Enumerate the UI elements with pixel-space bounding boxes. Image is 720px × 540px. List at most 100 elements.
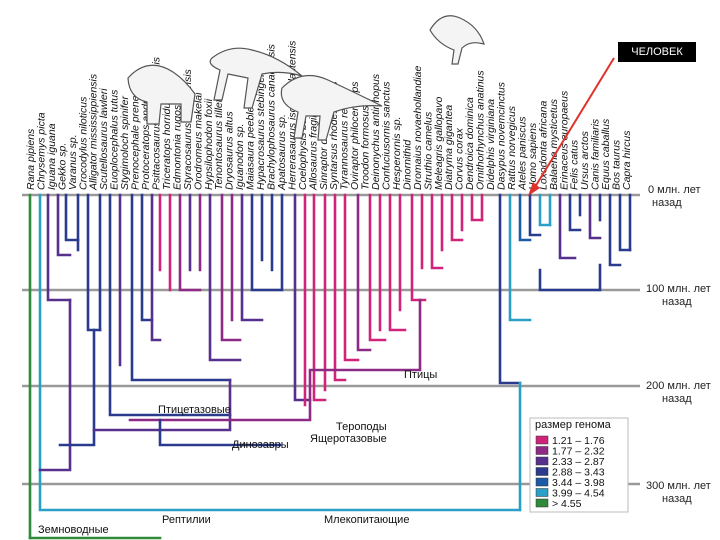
taxon-label: Hypacrosaurus stebingeri — [255, 70, 267, 190]
taxon-label: Didelphis virginiana — [485, 99, 497, 190]
branch-iguanodon — [250, 193, 282, 292]
taxon-label: Dasypus novemcinctus — [496, 81, 508, 190]
taxon-label: Struthio camelus — [422, 111, 434, 190]
human-callout-arrowhead — [528, 182, 540, 196]
taxon-label: Gekko sp. — [56, 143, 68, 190]
taxon-label: Dryosaurus altus — [224, 110, 236, 190]
branch-rattus — [528, 193, 542, 237]
taxon-label: Prenocephale prenes — [130, 89, 142, 190]
branch-dromaius — [430, 193, 444, 270]
branch-coelophysis — [312, 193, 327, 402]
taxon-label: Alligator mississippiensis — [88, 73, 100, 191]
legend-swatch — [535, 498, 549, 508]
legend-label: 3.99 – 4.54 — [552, 488, 605, 500]
taxon-label: Hesperornis sp. — [391, 116, 403, 190]
time-label-100: 100 млн. лет — [646, 283, 711, 295]
taxon-label: Euoplocephalus tutus — [109, 89, 121, 190]
phylogenetic-tree — [28, 193, 632, 540]
branch-prenocephale — [150, 193, 162, 342]
branch-lepidosaur-stem — [38, 298, 72, 472]
taxon-label: Diatryma gigantea — [443, 105, 455, 190]
legend-title: размер генома — [535, 419, 612, 431]
group-label-theropods: Тероподы — [336, 421, 387, 433]
branch-meleagris — [450, 193, 464, 242]
time-label-200-sub: назад — [662, 393, 692, 405]
taxon-label: Rana pipiens — [25, 128, 37, 190]
legend-swatch — [535, 456, 549, 466]
branch-scutellosaurus — [108, 193, 232, 417]
taxon-label: Hypsilophodon foxii — [203, 98, 215, 190]
legend-label: 2.88 – 3.43 — [552, 467, 605, 479]
branch-triceratops — [178, 193, 202, 292]
taxon-label: Allosaurus fragilis — [307, 107, 319, 191]
taxon-label: Stygimoloch spinifer — [119, 96, 131, 190]
taxon-label: Canis familiaris — [590, 118, 602, 190]
group-label-saurischians: Ящеротазовые — [310, 433, 387, 445]
branch-iguana — [56, 193, 72, 257]
taxon-label: Chrysemys picta — [35, 112, 47, 190]
taxon-label: Tenontosaurus tilletti — [213, 93, 225, 190]
taxon-label: Bos taurus — [611, 139, 623, 190]
taxon-label: Dromaius novaehollandiae — [412, 66, 424, 190]
bird-silhouette — [429, 15, 485, 65]
legend-swatch — [535, 435, 549, 445]
branch-tyrannosaurus — [356, 193, 372, 352]
taxon-label: Herrerasaurus ischigualastensis — [286, 40, 298, 190]
time-label-0-sub: назад — [652, 197, 682, 209]
taxon-label: Edmontonia rugosidens — [171, 79, 183, 190]
branch-chrysemys — [46, 193, 72, 302]
legend-swatch — [535, 488, 549, 497]
taxon-label: Felis catus — [569, 139, 581, 190]
time-labels: 0 млн. лет назад 100 млн. лет назад 200 … — [646, 184, 711, 505]
taxon-label: Scutellosaurus lawleri — [98, 88, 110, 190]
group-label-birds: Птицы — [404, 369, 437, 381]
taxon-label: Iguanodon sp. — [234, 123, 246, 190]
group-label-reptiles: Рептилии — [162, 514, 211, 526]
human-callout-arrow — [531, 57, 615, 193]
branch-hypsilophodon — [220, 193, 242, 342]
taxon-label: Orodromeus makelai — [192, 92, 204, 190]
taxon-label: Ateles paniscus — [516, 116, 528, 191]
branch-oviraptor — [368, 193, 387, 342]
branch-thyreophora — [130, 193, 232, 382]
legend-label: 2.33 – 2.87 — [552, 456, 605, 468]
taxon-label: Varanus sp. — [67, 134, 79, 190]
time-label-200: 200 млн. лет — [646, 380, 711, 392]
legend-label: > 4.55 — [552, 498, 582, 510]
taxon-label: Ornithorhynchus anatinus — [475, 70, 487, 190]
legend-swatch — [535, 467, 549, 476]
taxon-label: Capra hircus — [621, 130, 633, 190]
branch-saurischia-stem — [128, 298, 422, 422]
branch-dryosaurus — [240, 193, 264, 322]
time-label-300-sub: назад — [662, 493, 692, 505]
branch-deinonychus — [388, 193, 407, 332]
time-label-100-sub: назад — [662, 296, 692, 308]
branch-amniote-base — [38, 193, 522, 512]
branch-orodromeus — [208, 193, 242, 362]
taxon-label: Iguana iguana — [46, 123, 58, 190]
genome-size-legend: размер генома 1.21 – 1.761.77 – 2.322.33… — [529, 417, 629, 513]
branch-placental-stem — [538, 263, 602, 292]
group-label-amphibians: Земноводные — [38, 524, 109, 536]
taxon-label: Corvus corax — [454, 127, 466, 190]
time-label-300: 300 млн. лет — [646, 480, 711, 492]
taxon-label: Brachylophosaurus canadensis — [265, 43, 277, 190]
group-label-mammals: Млекопитающие — [324, 514, 409, 526]
taxon-label: Dendroica dominica — [464, 97, 476, 190]
taxon-label: Equus caballus — [600, 118, 612, 190]
time-label-0: 0 млн. лет — [648, 184, 701, 196]
branch-ornithorhynchus — [498, 193, 522, 385]
legend-swatch — [535, 477, 549, 487]
branch-crocodile-stem — [58, 328, 96, 447]
branch-didelphis — [508, 193, 532, 322]
group-label-ornithischians: Птицетазовые — [158, 404, 231, 416]
branch-crocodylus — [86, 193, 102, 332]
branch-equus — [618, 193, 632, 252]
taxon-label: Tyrannosaurus rex — [339, 102, 351, 190]
legend-items: 1.21 – 1.761.77 – 2.322.33 – 2.872.88 – … — [535, 435, 605, 510]
human-callout-label: ЧЕЛОВЕК — [618, 42, 696, 62]
branch-ateles — [538, 193, 552, 227]
branch-sinraptor — [333, 193, 347, 382]
taxon-label: Crocodylus niloticus — [77, 96, 89, 190]
